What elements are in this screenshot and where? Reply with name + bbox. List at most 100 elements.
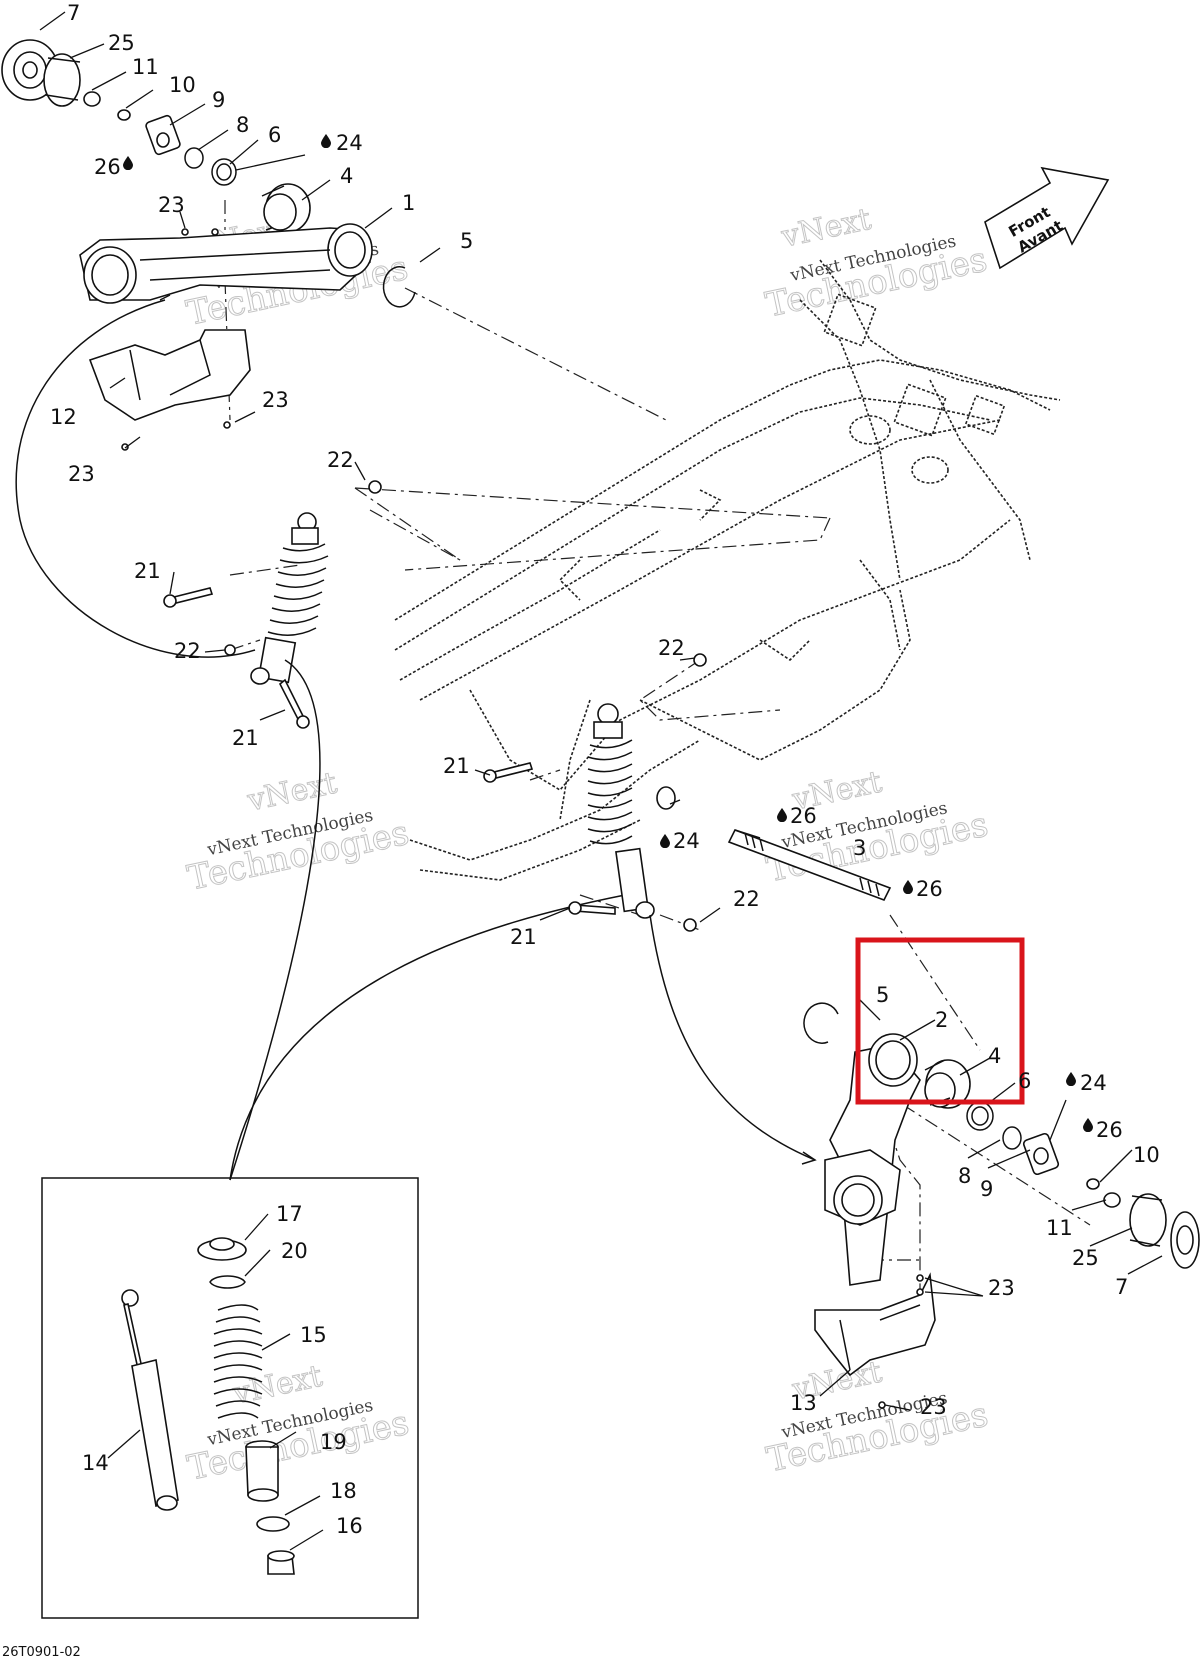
label-11-right: 11 — [1046, 1216, 1073, 1240]
label-5-right: 5 — [876, 983, 889, 1007]
label-22-left: 22 — [174, 639, 201, 663]
label-21-left: 21 — [134, 559, 161, 583]
label-26-axle-left: 26 — [790, 804, 817, 828]
label-6-top: 6 — [268, 123, 281, 147]
right-swing-arm-assembly — [803, 1002, 1200, 1409]
vehicle-frame — [394, 259, 1061, 881]
left-shock-hardware — [163, 480, 382, 729]
left-boot-clamp — [43, 53, 81, 107]
label-20: 20 — [281, 1239, 308, 1263]
connector-curve-to-inset-a — [229, 659, 321, 1181]
label-11-top: 11 — [132, 55, 159, 79]
axle-shaft — [727, 828, 892, 902]
label-9-top: 9 — [212, 88, 225, 112]
label-18: 18 — [330, 1479, 357, 1503]
inset-bottom-cap — [267, 1550, 295, 1575]
left-bearing — [261, 183, 311, 233]
label-15: 15 — [300, 1323, 327, 1347]
label-4-top: 4 — [340, 164, 353, 188]
left-guard — [88, 329, 251, 421]
left-ring-large — [211, 158, 237, 186]
watermark-middle-left: vNext vNext Technologies Technologies — [184, 765, 413, 899]
left-swing-arm — [79, 223, 373, 304]
right-wheel-hub — [1170, 1211, 1200, 1269]
label-21-lower-center: 21 — [510, 925, 537, 949]
label-25-top: 25 — [108, 31, 135, 55]
right-guard — [814, 1272, 936, 1377]
label-26-top: 26 — [94, 155, 121, 179]
label-3: 3 — [853, 836, 866, 860]
label-26-right: 26 — [1096, 1118, 1123, 1142]
label-23-top: 23 — [158, 193, 185, 217]
label-9-right: 9 — [980, 1177, 993, 1201]
right-snap-ring — [803, 1002, 839, 1044]
label-21-center: 21 — [443, 754, 470, 778]
watermark-group: vNext vNext Technologies Technologies vN… — [183, 201, 993, 1489]
left-nut — [83, 91, 101, 107]
label-23-right: 23 — [988, 1276, 1015, 1300]
center-shock-hardware — [483, 653, 707, 932]
connector-curve-right — [649, 914, 816, 1161]
connector-curve-left — [15, 299, 256, 658]
right-nut — [1103, 1192, 1121, 1208]
label-24-top: 24 — [336, 131, 363, 155]
label-22-center: 22 — [658, 636, 685, 660]
center-shock-absorber — [587, 703, 655, 919]
label-12: 12 — [50, 405, 77, 429]
label-22-lower-center: 22 — [733, 887, 760, 911]
highlight-box — [855, 937, 1025, 1105]
label-2: 2 — [935, 1008, 948, 1032]
inset-spring — [213, 1304, 263, 1419]
label-10-top: 10 — [169, 73, 196, 97]
left-ring — [184, 147, 204, 169]
right-ring-large — [966, 1101, 994, 1131]
label-17: 17 — [276, 1202, 303, 1226]
left-snap-ring — [382, 266, 416, 308]
label-7-top: 7 — [67, 1, 80, 25]
connector-curve-left-b — [159, 294, 171, 301]
left-shock-absorber — [250, 512, 329, 685]
right-boot-clamp — [1129, 1193, 1167, 1247]
label-16: 16 — [336, 1514, 363, 1538]
label-22-top: 22 — [327, 448, 354, 472]
right-bearing — [924, 1059, 971, 1109]
inset-sleeve — [245, 1440, 279, 1502]
label-14: 14 — [82, 1451, 109, 1475]
right-washer — [1086, 1178, 1100, 1190]
watermark-line1: vNext — [229, 1359, 325, 1412]
left-seal — [145, 114, 181, 156]
label-24-center: 24 — [673, 829, 700, 853]
label-21-lower-left: 21 — [232, 726, 259, 750]
left-washer — [117, 109, 131, 121]
right-ring — [1002, 1126, 1022, 1150]
assembly-lines — [224, 200, 1091, 1310]
label-6-right: 6 — [1018, 1069, 1031, 1093]
connector-curve-to-inset-b — [229, 894, 626, 1181]
label-23-lower-right: 23 — [920, 1395, 947, 1419]
label-1: 1 — [402, 191, 415, 215]
label-4-right: 4 — [988, 1044, 1001, 1068]
part-labels: 7 25 11 10 9 8 6 24 26 4 23 1 5 12 23 23… — [50, 1, 1160, 1538]
label-26-axle-right: 26 — [916, 877, 943, 901]
watermark-bottom-left: vNext vNext Technologies Technologies — [184, 1358, 413, 1489]
front-direction-arrow: Front Avant — [984, 166, 1110, 270]
inset-spring-cap — [197, 1237, 247, 1261]
label-23-left: 23 — [262, 388, 289, 412]
right-seal — [1022, 1132, 1060, 1176]
right-swing-arm — [824, 1033, 921, 1286]
label-10-right: 10 — [1133, 1143, 1160, 1167]
label-8-top: 8 — [236, 113, 249, 137]
left-swing-arm-assembly — [1, 39, 416, 451]
inset-washer — [256, 1516, 290, 1532]
shock-inset-box — [41, 1177, 419, 1619]
label-25-right: 25 — [1072, 1246, 1099, 1270]
label-24-right: 24 — [1080, 1071, 1107, 1095]
inset-damper — [121, 1289, 179, 1511]
inset-retainer-clip — [209, 1275, 246, 1289]
watermark-right-top: vNext vNext Technologies Technologies — [762, 201, 991, 326]
document-code: 26T0901-02 — [2, 1645, 81, 1660]
label-8-right: 8 — [958, 1164, 971, 1188]
watermark-line1: vNext — [778, 202, 874, 255]
label-13: 13 — [790, 1391, 817, 1415]
